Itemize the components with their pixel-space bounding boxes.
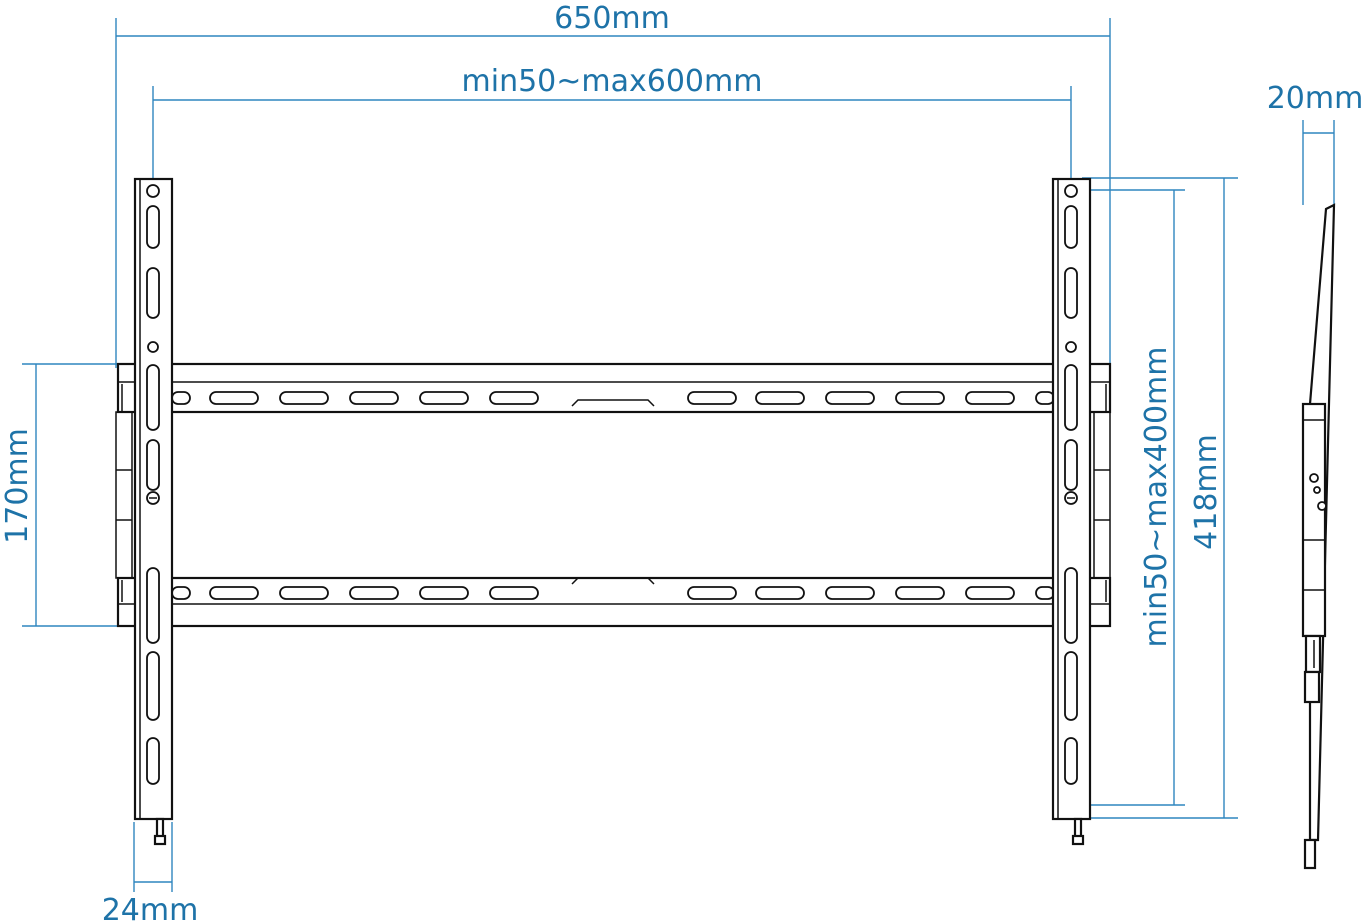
arm-slot bbox=[146, 439, 160, 491]
rail-slot bbox=[895, 391, 945, 405]
rail-slot bbox=[279, 391, 329, 405]
arm-slot bbox=[146, 567, 160, 644]
arm-slot bbox=[146, 267, 160, 319]
arm-slot bbox=[1064, 205, 1078, 249]
rail-slot bbox=[489, 391, 539, 405]
rail-slot bbox=[895, 586, 945, 600]
arm-slot bbox=[146, 205, 160, 249]
right-vertical-arm bbox=[1051, 177, 1092, 846]
horizontal-hole-spacing-label: min50~max600mm bbox=[462, 64, 763, 99]
rail-slot bbox=[1035, 586, 1055, 600]
rail-slot bbox=[825, 391, 875, 405]
rail-height-label: 170mm bbox=[0, 428, 35, 544]
rail-slot bbox=[965, 586, 1015, 600]
rail-slot bbox=[349, 391, 399, 405]
top-wall-rail bbox=[116, 362, 1112, 414]
arm-slot bbox=[1064, 567, 1078, 644]
rail-slot bbox=[489, 586, 539, 600]
arm-slot bbox=[1064, 651, 1078, 721]
rail-slot bbox=[171, 391, 191, 405]
arm-slot bbox=[146, 651, 160, 721]
rail-slot bbox=[1035, 391, 1055, 405]
arm-slot bbox=[1064, 267, 1078, 319]
rail-slot bbox=[825, 586, 875, 600]
rail-side-brackets bbox=[115, 411, 1111, 579]
rail-slot bbox=[965, 391, 1015, 405]
arm-slot bbox=[146, 364, 160, 431]
rail-slot bbox=[209, 586, 259, 600]
rail-slot bbox=[419, 391, 469, 405]
side-profile-view bbox=[1301, 203, 1336, 870]
rail-slot bbox=[687, 586, 737, 600]
rail-slot bbox=[687, 391, 737, 405]
vertical-hole-spacing-label: min50~max400mm bbox=[1139, 347, 1174, 648]
overall-height-label: 418mm bbox=[1189, 434, 1224, 550]
arm-slot bbox=[1064, 439, 1078, 491]
arm-slot bbox=[1064, 364, 1078, 431]
rail-slot bbox=[171, 586, 191, 600]
overall-width-label: 650mm bbox=[554, 1, 670, 36]
bottom-wall-rail bbox=[116, 576, 1112, 628]
depth-label: 20mm bbox=[1267, 81, 1364, 116]
rail-slot bbox=[209, 391, 259, 405]
dimension-lines bbox=[22, 18, 1335, 892]
arm-slot bbox=[146, 737, 160, 785]
rail-slot bbox=[755, 586, 805, 600]
rail-slot bbox=[349, 586, 399, 600]
rail-slot bbox=[419, 586, 469, 600]
left-vertical-arm bbox=[133, 177, 174, 846]
arm-slot bbox=[1064, 737, 1078, 785]
rail-slot bbox=[279, 586, 329, 600]
arm-width-label: 24mm bbox=[102, 893, 199, 923]
rail-slot bbox=[755, 391, 805, 405]
